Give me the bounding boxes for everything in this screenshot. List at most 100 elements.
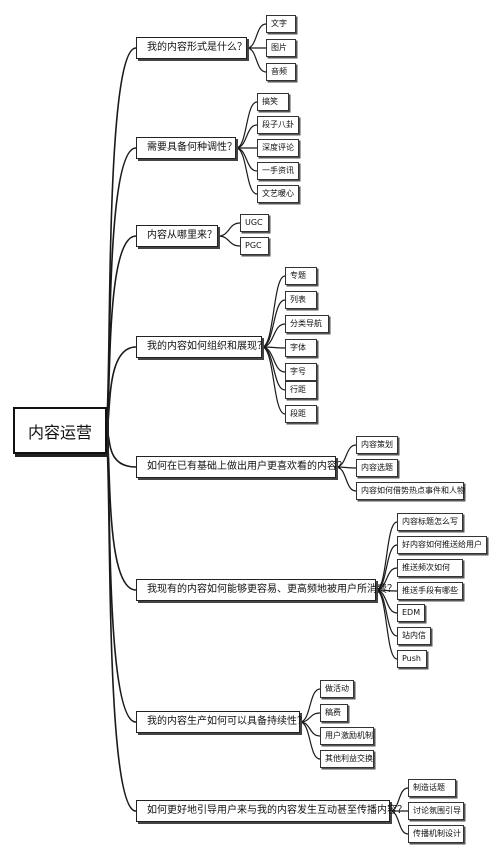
connector-line bbox=[217, 222, 241, 237]
leaf-node: 稿费 bbox=[320, 704, 348, 722]
branch-node: 内容从哪里来？ bbox=[136, 225, 218, 247]
leaf-label: 字号 bbox=[290, 367, 306, 376]
leaf-label: 推送手段有哪些 bbox=[402, 586, 458, 595]
leaf-node: 内容策划 bbox=[356, 436, 398, 454]
leaf-node: 做活动 bbox=[320, 680, 354, 698]
leaf-label: EDM bbox=[402, 608, 421, 617]
leaf-label: 稿费 bbox=[325, 708, 341, 717]
leaf-node: 列表 bbox=[285, 291, 317, 309]
branch-label: 如何更好地引导用户来与我的内容发生互动甚至传播内容？ bbox=[147, 805, 407, 816]
connector-line bbox=[246, 47, 267, 73]
branch-label: 我现有的内容如何能够更容易、更高频地被用户所消费？ bbox=[147, 584, 397, 595]
connector-line bbox=[389, 810, 409, 835]
branch-node: 我的内容形式是什么？ bbox=[136, 37, 247, 59]
connector-line bbox=[375, 567, 398, 591]
connector-line bbox=[104, 429, 137, 812]
leaf-label: 站内信 bbox=[402, 631, 426, 640]
leaf-label: 文字 bbox=[271, 19, 287, 28]
leaf-label: 列表 bbox=[290, 295, 306, 304]
leaf-node: 搞笑 bbox=[257, 93, 289, 111]
leaf-label: 段子八卦 bbox=[262, 120, 294, 129]
branch-label: 我的内容如何组织和展现？ bbox=[147, 341, 267, 352]
connector-line bbox=[299, 721, 321, 760]
leaf-node: 推送频次如何 bbox=[397, 559, 463, 577]
connector-line bbox=[235, 147, 258, 172]
leaf-label: UGC bbox=[245, 218, 263, 227]
leaf-label: 其他利益交换 bbox=[325, 754, 373, 763]
connector-line bbox=[261, 346, 286, 415]
leaf-node: 用户激励机制 bbox=[320, 727, 374, 745]
connector-line bbox=[104, 429, 137, 468]
leaf-label: 讨论氛围引导 bbox=[413, 806, 461, 815]
branch-node: 我的内容如何组织和展现？ bbox=[136, 336, 267, 358]
connector-line bbox=[261, 299, 286, 348]
leaf-node: 段子八卦 bbox=[257, 116, 299, 134]
leaf-node: 行距 bbox=[285, 381, 317, 399]
leaf-label: 深度评论 bbox=[262, 143, 294, 152]
leaf-label: 好内容如何推送给用户 bbox=[402, 540, 482, 549]
leaf-label: 段距 bbox=[290, 409, 306, 418]
leaf-label: 内容选题 bbox=[361, 463, 393, 472]
connector-line bbox=[235, 124, 258, 149]
leaf-node: 推送手段有哪些 bbox=[397, 582, 463, 600]
leaf-node: 内容选题 bbox=[356, 459, 398, 477]
branch-node: 我的内容生产如何可以具备持续性？ bbox=[136, 711, 307, 733]
leaf-node: UGC bbox=[240, 214, 269, 232]
connector-line bbox=[375, 544, 398, 591]
leaf-node: 好内容如何推送给用户 bbox=[397, 536, 487, 554]
leaf-label: 传播机制设计 bbox=[413, 829, 461, 838]
branch-label: 内容从哪里来？ bbox=[147, 230, 217, 241]
connector-line bbox=[335, 466, 357, 492]
leaf-label: 字体 bbox=[290, 343, 306, 352]
root-label: 内容运营 bbox=[27, 422, 92, 442]
leaf-node: 内容如何借势热点事件和人物 bbox=[356, 482, 465, 500]
leaf-label: 内容策划 bbox=[361, 440, 393, 449]
branch-node: 如何更好地引导用户来与我的内容发生互动甚至传播内容？ bbox=[136, 800, 407, 822]
leaf-node: 文字 bbox=[266, 15, 296, 33]
leaf-node: 制造话题 bbox=[408, 779, 456, 797]
leaf-label: 内容标题怎么写 bbox=[402, 517, 458, 526]
connector-line bbox=[299, 688, 321, 723]
leaf-label: Push bbox=[402, 654, 421, 663]
connector-line bbox=[235, 147, 258, 195]
leaf-node: 一手资讯 bbox=[257, 162, 299, 180]
leaf-node: 其他利益交换 bbox=[320, 750, 374, 768]
leaf-label: 制造话题 bbox=[413, 783, 445, 792]
leaf-node: 讨论氛围引导 bbox=[408, 802, 464, 820]
leaf-label: 用户激励机制 bbox=[325, 731, 373, 740]
leaf-label: 做活动 bbox=[325, 684, 349, 693]
branch-label: 需要具备何种调性？ bbox=[147, 142, 237, 153]
leaf-node: 字号 bbox=[285, 363, 317, 381]
branch-label: 我的内容形式是什么？ bbox=[147, 42, 247, 53]
connector-line bbox=[246, 23, 267, 49]
connector-line bbox=[235, 101, 258, 149]
leaf-label: 一手资讯 bbox=[262, 166, 294, 175]
leaf-node: 传播机制设计 bbox=[408, 825, 464, 843]
leaf-node: Push bbox=[397, 650, 427, 668]
leaf-node: 专题 bbox=[285, 267, 317, 285]
branch-node: 我现有的内容如何能够更容易、更高频地被用户所消费？ bbox=[136, 579, 397, 601]
leaf-node: 文艺暖心 bbox=[257, 185, 299, 203]
connector-line bbox=[335, 444, 357, 468]
leaf-node: 音频 bbox=[266, 63, 296, 81]
leaf-node: 深度评论 bbox=[257, 139, 299, 157]
root-node: 内容运营 bbox=[13, 407, 107, 454]
connector-line bbox=[217, 235, 241, 247]
connector-line bbox=[375, 589, 398, 660]
leaf-node: 分类导航 bbox=[285, 315, 329, 333]
leaf-label: 音频 bbox=[271, 67, 287, 76]
leaf-label: 行距 bbox=[290, 385, 306, 394]
leaf-node: 站内信 bbox=[397, 627, 431, 645]
leaf-node: PGC bbox=[240, 237, 269, 255]
connector-line bbox=[261, 323, 286, 348]
leaf-node: 字体 bbox=[285, 339, 317, 357]
leaf-label: 图片 bbox=[271, 43, 287, 52]
leaf-node: EDM bbox=[397, 604, 425, 622]
leaf-label: 分类导航 bbox=[290, 319, 322, 328]
branch-label: 我的内容生产如何可以具备持续性？ bbox=[147, 716, 307, 727]
leaf-node: 图片 bbox=[266, 39, 296, 57]
connector-line bbox=[389, 787, 409, 812]
leaf-node: 内容标题怎么写 bbox=[397, 513, 463, 531]
